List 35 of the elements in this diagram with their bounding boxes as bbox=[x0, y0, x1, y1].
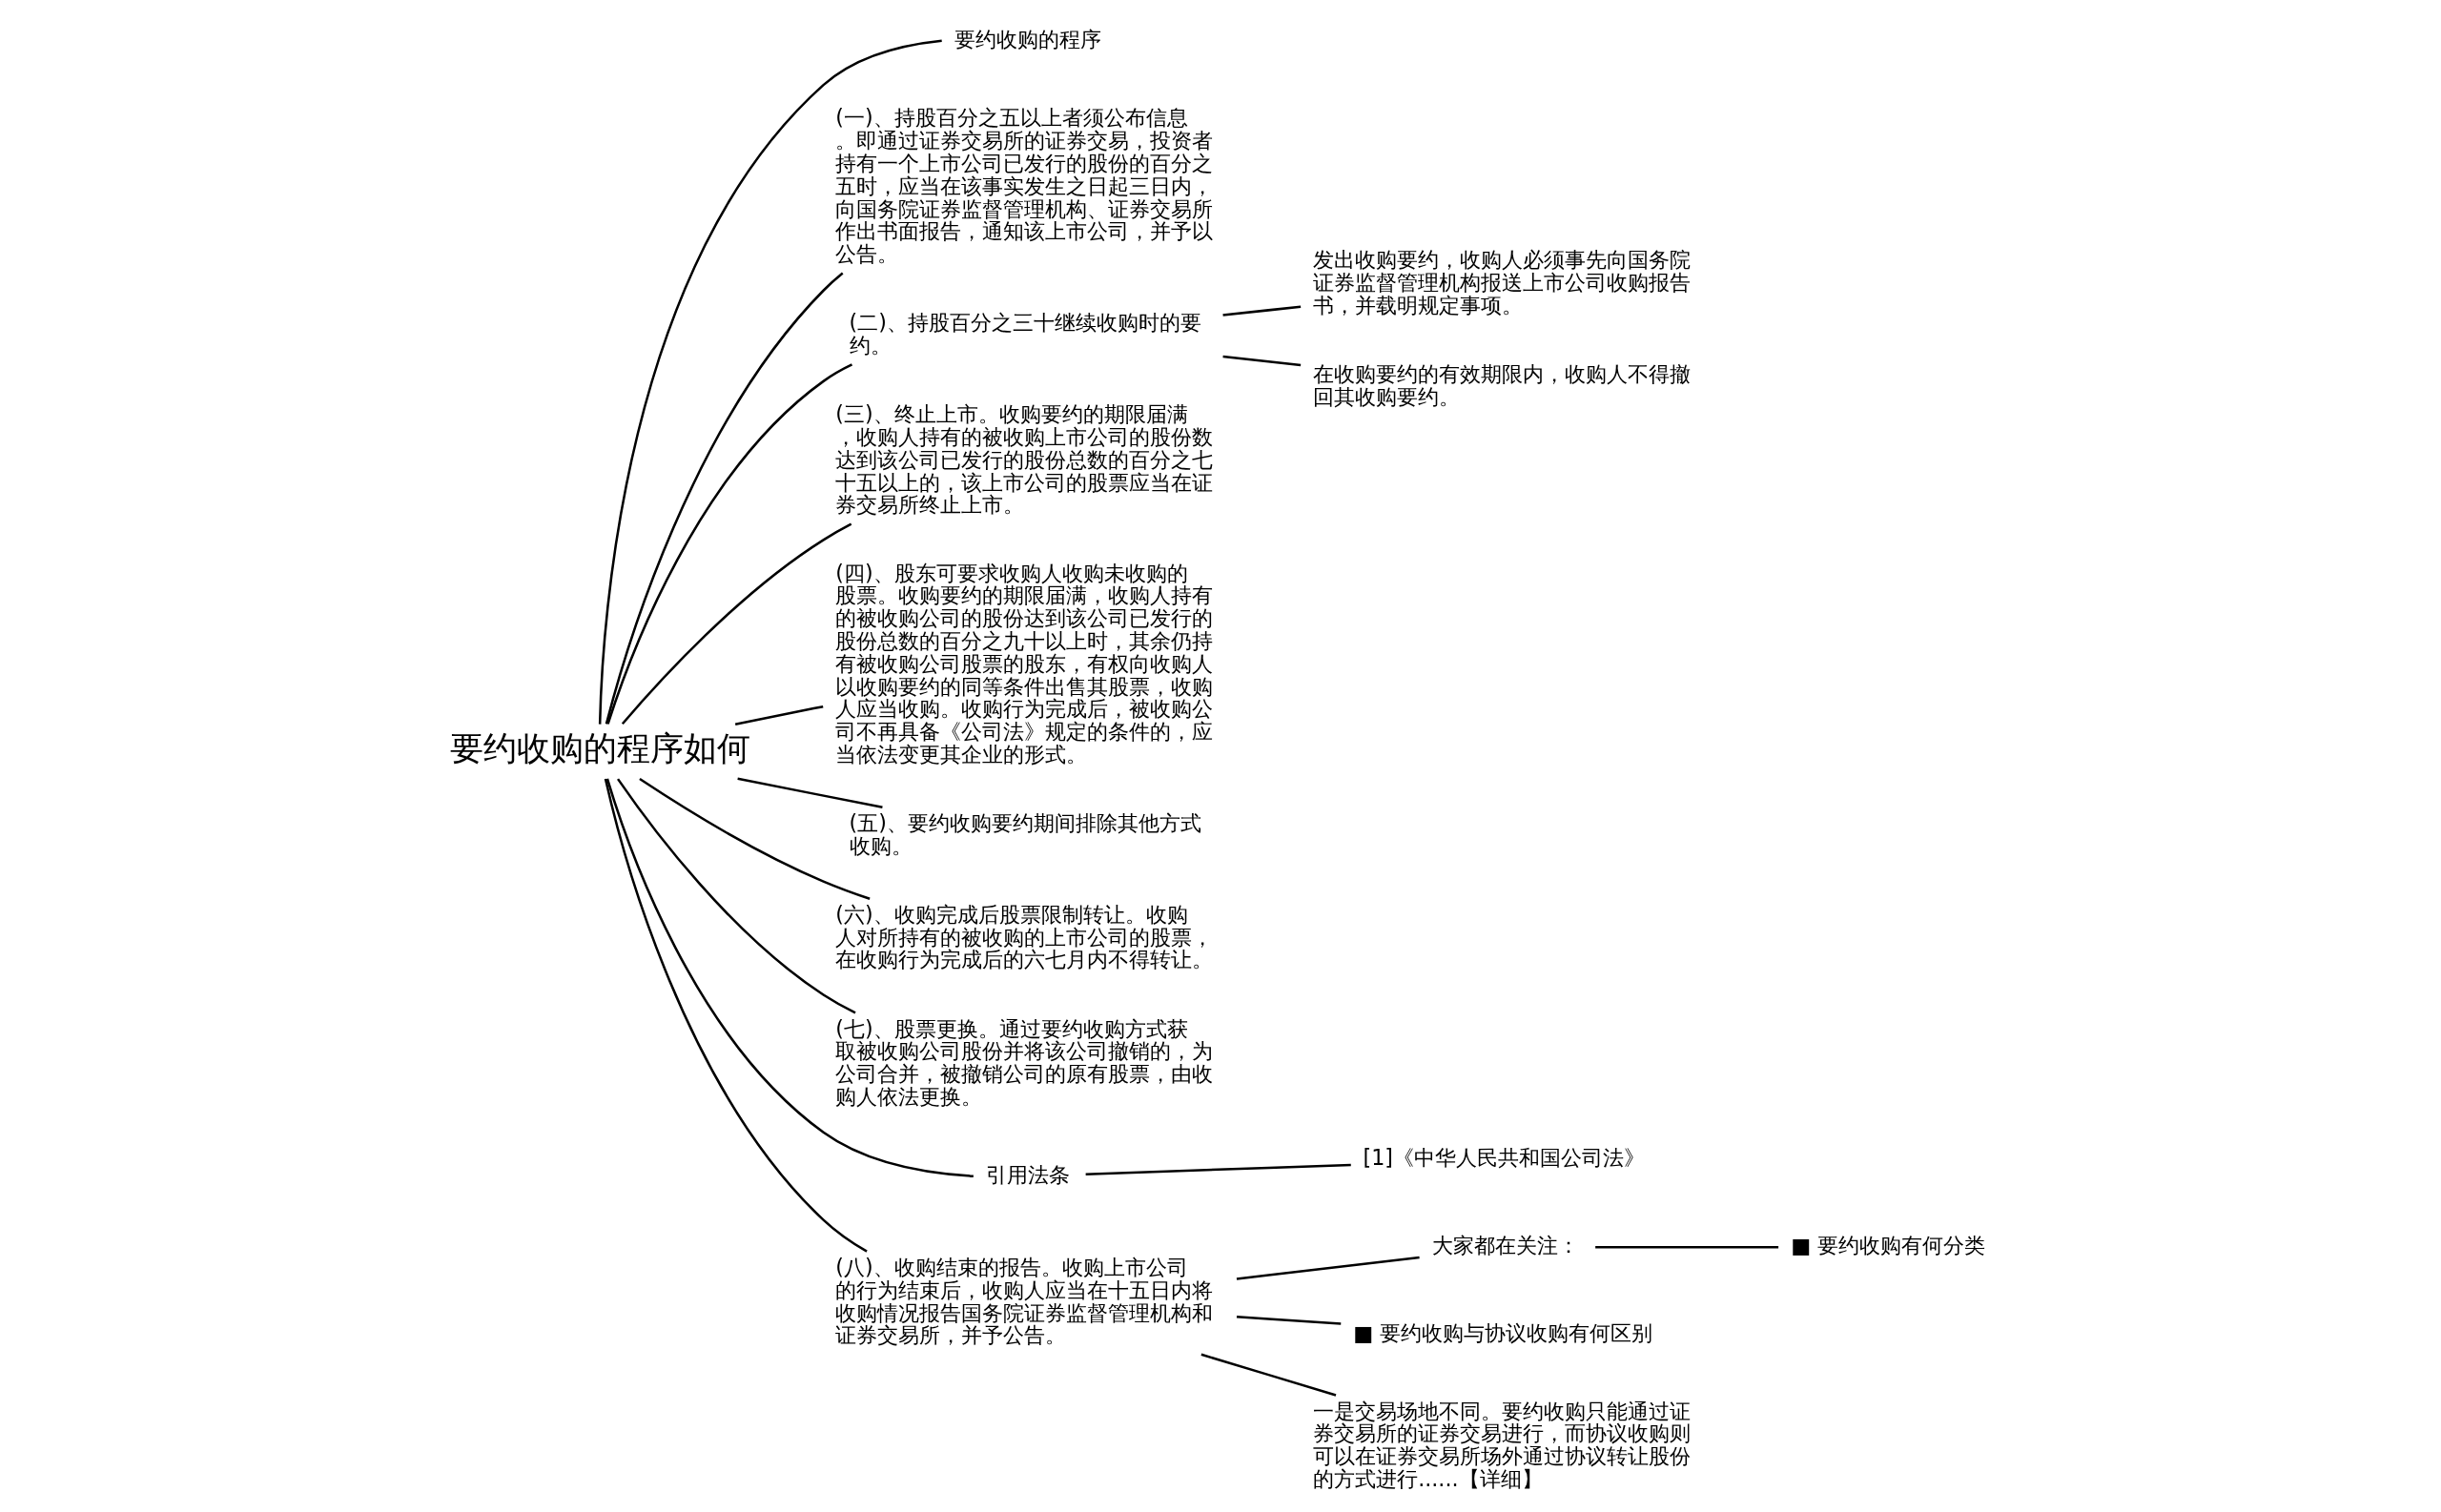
connector bbox=[1221, 305, 1301, 317]
node-text: (三)、终止上市。收购要约的期限届满，收购人持有的被收购上市公司的股份数达到该公司已发行的股份总数的百分之七十五以上的，该上市公司的股票应当在证券交易所终止上市。 bbox=[834, 401, 1213, 518]
connector bbox=[605, 272, 844, 725]
connector bbox=[598, 39, 942, 725]
node-text: 引用法条 bbox=[985, 1161, 1070, 1187]
node-text: (二)、持股百分之三十继续收购时的要约。 bbox=[849, 310, 1201, 358]
node-text: 大家都在关注： bbox=[1431, 1233, 1579, 1258]
connector bbox=[616, 778, 856, 1014]
connector bbox=[1085, 1163, 1351, 1175]
node-text: 要约收购的程序 bbox=[954, 27, 1101, 52]
connector bbox=[1200, 1353, 1336, 1397]
node-text: ■ 要约收购与协议收购有何区别 bbox=[1352, 1320, 1652, 1346]
node-text: 一是交易场地不同。要约收购只能通过证券交易所的证券交易进行，而协议收购则可以在证券交易所场外通过协议转让股份的方式进行......【详细】 bbox=[1312, 1398, 1691, 1491]
node-text: (八)、收购结束的报告。收购上市公司的行为结束后，收购人应当在十五日内将收购情况报告国务院证券监督管理机构和证券交易所，并予公告。 bbox=[834, 1255, 1213, 1348]
connector bbox=[638, 777, 871, 900]
connector bbox=[736, 777, 883, 809]
connector bbox=[621, 522, 851, 725]
node-text: ■ 要约收购有何分类 bbox=[1790, 1233, 1985, 1258]
node-text: (一)、持股百分之五以上者须公布信息。即通过证券交易所的证券交易，投资者持有一个上市公司已发行的股份的百分之五时，应当在该事实发生之日起三日内，向国务院证券监督管理机构、证券交易所作出书面报告，通知该上市公司，并予以公告。 bbox=[834, 105, 1213, 267]
node-text: [1]《中华人民共和国公司法》 bbox=[1363, 1145, 1645, 1171]
node-text: (五)、要约收购要约期间排除其他方式收购。 bbox=[849, 809, 1201, 858]
node-text: 要约收购的程序如何 bbox=[449, 729, 750, 768]
connector bbox=[1221, 355, 1301, 367]
node-text: 发出收购要约，收购人必须事先向国务院证券监督管理机构报送上市公司收购报告书，并载明规定事项。 bbox=[1312, 247, 1691, 318]
node-text: 在收购要约的有效期限内，收购人不得撤回其收购要约。 bbox=[1312, 361, 1691, 409]
connector bbox=[1236, 1316, 1341, 1325]
node-text: (六)、收购完成后股票限制转让。收购人对所持有的被收购的上市公司的股票，在收购行为完成后的六七月内不得转让。 bbox=[834, 901, 1213, 972]
connector bbox=[1236, 1256, 1420, 1280]
connector bbox=[605, 778, 974, 1177]
connector bbox=[734, 705, 823, 725]
node-text: (四)、股东可要求收购人收购未收购的股票。收购要约的期限届满，收购人持有的被收购公司的股份达到该公司已发行的股份总数的百分之九十以上时，其余仍持有被收购公司股票的股东，有权向收购人以收购要约的同等条件出售其股票，收购人应当收购。收购行为完成后，被收购公司不再具备《公司法》规定的条件的，应当依法变更其企业的形式。 bbox=[834, 560, 1213, 766]
connector bbox=[605, 363, 852, 725]
connector bbox=[1594, 1245, 1778, 1249]
node-text: (七)、股票更换。通过要约收购方式获取被收购公司股份并将该公司撤销的，为公司合并，被撤销公司的原有股票，由收购人依法更换。 bbox=[834, 1015, 1213, 1109]
connector bbox=[604, 778, 868, 1253]
